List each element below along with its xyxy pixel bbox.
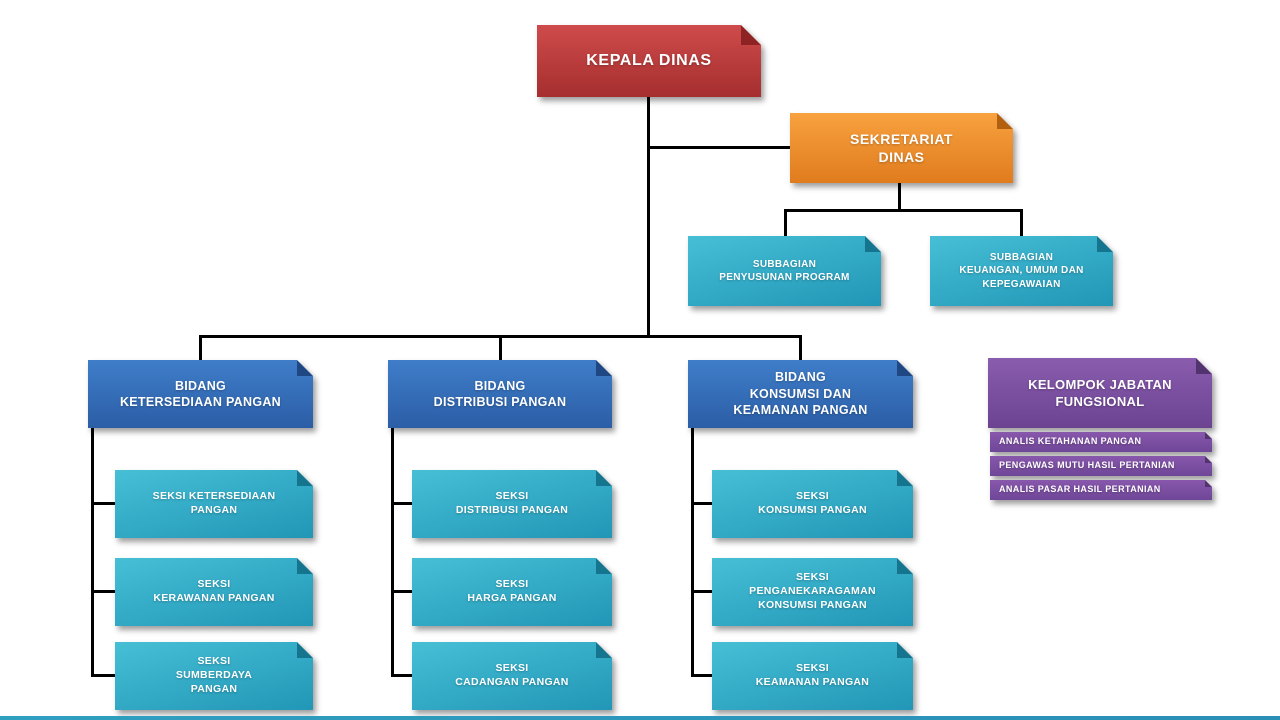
box-kelompok-jabatan-fungsional: KELOMPOK JABATAN FUNGSIONAL	[988, 358, 1212, 428]
box-seksi-kerawanan-pangan: SEKSI KERAWANAN PANGAN	[115, 558, 313, 626]
bidang-distribusi-label: BIDANG DISTRIBUSI PANGAN	[433, 378, 567, 409]
box-kepala-dinas: KEPALA DINAS	[537, 25, 761, 97]
seksi-sumberdaya-label: SEKSI SUMBERDAYA PANGAN	[175, 655, 253, 695]
seksi-ketersediaan-label: SEKSI KETERSEDIAAN PANGAN	[152, 490, 276, 516]
connector-seksi-spine-2	[391, 428, 394, 677]
box-bidang-distribusi-pangan: BIDANG DISTRIBUSI PANGAN	[388, 360, 612, 428]
connector-seksi-spine-3	[691, 428, 694, 677]
connector-subbagian-horizontal	[784, 209, 1023, 212]
connector-subbagian-drop-1	[784, 209, 787, 237]
pengawas-mutu-label: PENGAWAS MUTU HASIL PERTANIAN	[999, 460, 1175, 471]
connector-sekretariat-branch	[647, 146, 793, 149]
box-bidang-ketersediaan-pangan: BIDANG KETERSEDIAAN PANGAN	[88, 360, 313, 428]
box-seksi-keamanan-pangan: SEKSI KEAMANAN PANGAN	[712, 642, 913, 710]
sekretariat-dinas-label: SEKRETARIAT DINAS	[850, 130, 953, 165]
analis-pasar-label: ANALIS PASAR HASIL PERTANIAN	[999, 484, 1161, 495]
connector-seksi-stub-1-1	[91, 502, 117, 505]
box-seksi-penganekaragaman-konsumsi-pangan: SEKSI PENGANEKARAGAMAN KONSUMSI PANGAN	[712, 558, 913, 626]
bar-analis-pasar-hasil-pertanian: ANALIS PASAR HASIL PERTANIAN	[990, 480, 1212, 500]
seksi-konsumsi-label: SEKSI KONSUMSI PANGAN	[758, 490, 867, 516]
analis-ketahanan-pangan-label: ANALIS KETAHANAN PANGAN	[999, 436, 1142, 447]
seksi-penganekaragaman-label: SEKSI PENGANEKARAGAMAN KONSUMSI PANGAN	[749, 571, 876, 611]
seksi-kerawanan-label: SEKSI KERAWANAN PANGAN	[153, 578, 275, 604]
box-seksi-ketersediaan-pangan: SEKSI KETERSEDIAAN PANGAN	[115, 470, 313, 538]
box-seksi-sumberdaya-pangan: SEKSI SUMBERDAYA PANGAN	[115, 642, 313, 710]
connector-seksi-stub-1-2	[91, 590, 117, 593]
bar-analis-ketahanan-pangan: ANALIS KETAHANAN PANGAN	[990, 432, 1212, 452]
box-seksi-distribusi-pangan: SEKSI DISTRIBUSI PANGAN	[412, 470, 612, 538]
seksi-harga-label: SEKSI HARGA PANGAN	[467, 578, 557, 604]
connector-bidang-drop-2	[499, 335, 502, 361]
connector-seksi-spine-1	[91, 428, 94, 677]
box-bidang-konsumsi-keamanan-pangan: BIDANG KONSUMSI DAN KEAMANAN PANGAN	[688, 360, 913, 428]
kepala-dinas-label: KEPALA DINAS	[586, 52, 712, 70]
connector-seksi-stub-3-2	[691, 590, 714, 593]
bar-pengawas-mutu-hasil-pertanian: PENGAWAS MUTU HASIL PERTANIAN	[990, 456, 1212, 476]
box-subbagian-keuangan-umum-kepegawaian: SUBBAGIAN KEUANGAN, UMUM DAN KEPEGAWAIAN	[930, 236, 1113, 306]
box-seksi-harga-pangan: SEKSI HARGA PANGAN	[412, 558, 612, 626]
seksi-distribusi-label: SEKSI DISTRIBUSI PANGAN	[455, 490, 569, 516]
box-subbagian-penyusunan-program: SUBBAGIAN PENYUSUNAN PROGRAM	[688, 236, 881, 306]
connector-sekretariat-down	[898, 183, 901, 212]
bidang-ketersediaan-label: BIDANG KETERSEDIAAN PANGAN	[119, 378, 282, 409]
bottom-accent-strip	[0, 716, 1280, 720]
connector-bidang-drop-1	[199, 335, 202, 361]
box-sekretariat-dinas: SEKRETARIAT DINAS	[790, 113, 1013, 183]
connector-subbagian-drop-2	[1020, 209, 1023, 237]
connector-seksi-stub-2-3	[391, 674, 414, 677]
connector-seksi-stub-1-3	[91, 674, 117, 677]
seksi-keamanan-label: SEKSI KEAMANAN PANGAN	[755, 662, 870, 688]
connector-seksi-stub-3-3	[691, 674, 714, 677]
box-seksi-cadangan-pangan: SEKSI CADANGAN PANGAN	[412, 642, 612, 710]
subbagian-keuangan-label: SUBBAGIAN KEUANGAN, UMUM DAN KEPEGAWAIAN	[959, 252, 1084, 290]
subbagian-penyusunan-program-label: SUBBAGIAN PENYUSUNAN PROGRAM	[719, 258, 850, 283]
connector-seksi-stub-3-1	[691, 502, 714, 505]
kelompok-jabatan-label: KELOMPOK JABATAN FUNGSIONAL	[1028, 376, 1172, 409]
connector-kepala-vertical	[647, 97, 650, 338]
seksi-cadangan-label: SEKSI CADANGAN PANGAN	[455, 662, 569, 688]
bidang-konsumsi-label: BIDANG KONSUMSI DAN KEAMANAN PANGAN	[733, 370, 868, 418]
connector-seksi-stub-2-2	[391, 590, 414, 593]
connector-bidang-drop-3	[799, 335, 802, 361]
connector-seksi-stub-2-1	[391, 502, 414, 505]
box-seksi-konsumsi-pangan: SEKSI KONSUMSI PANGAN	[712, 470, 913, 538]
